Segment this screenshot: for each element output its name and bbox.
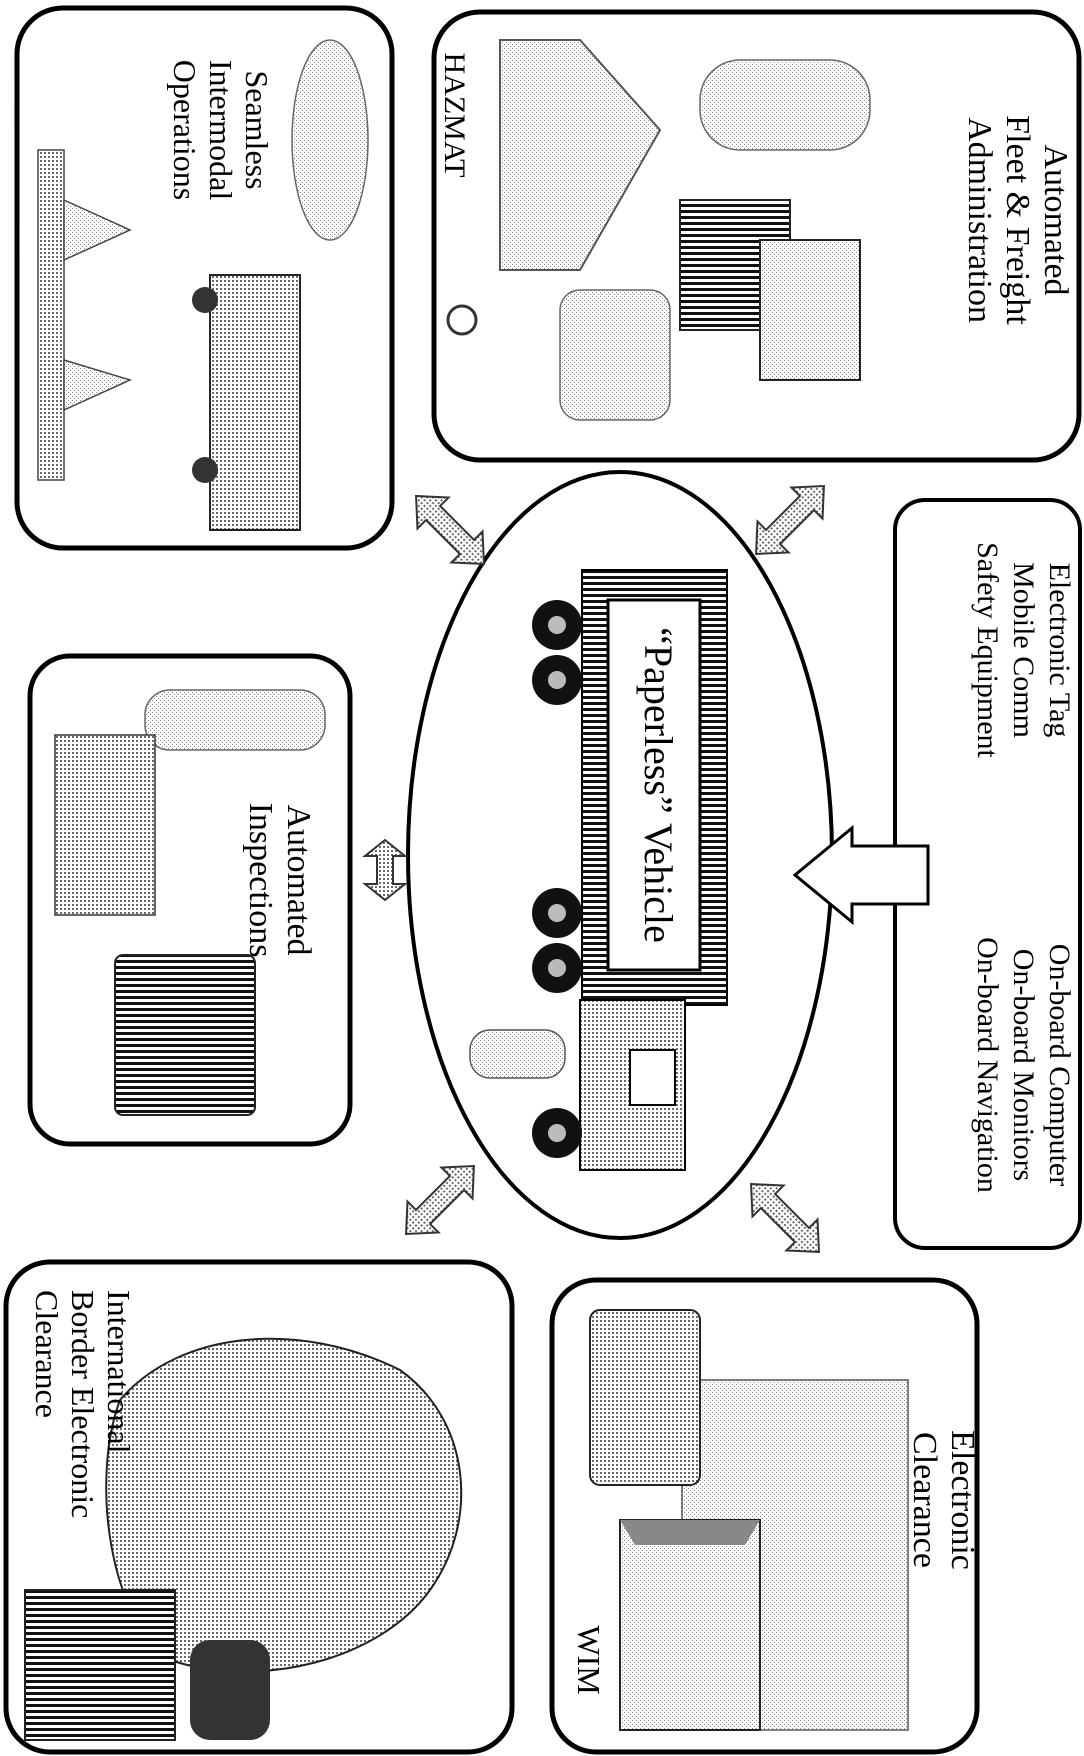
weigh-station-icon <box>619 1519 761 1731</box>
clearance-line-1: Electronic <box>944 1430 981 1570</box>
officer-figure <box>190 1640 270 1740</box>
inspection-station-icon <box>54 734 156 916</box>
inspections-line-2: Inspections <box>242 803 279 958</box>
equipment-item: Electronic Tag <box>1043 563 1076 738</box>
equipment-item: Safety Equipment <box>971 542 1004 758</box>
double-arrow-icon <box>405 1165 475 1235</box>
warehouse-icon <box>499 39 662 271</box>
hazmat-label: HAZMAT <box>438 53 471 178</box>
border-line-3: Clearance <box>29 1290 65 1418</box>
truck-label-box <box>606 598 702 972</box>
double-arrow-icon <box>362 838 408 902</box>
inspections-line-1: Automated <box>280 804 317 955</box>
clearance-illustration <box>589 1309 909 1731</box>
intermodal-illustration <box>37 39 369 531</box>
fleet-admin-line-2: Fleet & Freight <box>999 115 1036 325</box>
airplane-icon <box>291 39 369 241</box>
center-label: “Paperless” Vehicle <box>636 627 681 943</box>
inspector-figure <box>144 689 326 751</box>
intermodal-line-2: Intermodal <box>203 60 239 201</box>
border-line-2: Border Electronic <box>65 1290 101 1518</box>
worker-figure <box>559 289 671 421</box>
driver-figure <box>469 1029 566 1079</box>
double-arrow-icon <box>755 485 825 555</box>
equipment-item: Mobile Comm <box>1007 562 1040 738</box>
intermodal-line-1: Seamless <box>239 70 275 189</box>
monitor-icon <box>759 239 861 381</box>
border-line-1: International <box>101 1290 137 1454</box>
ship-icon <box>37 149 65 481</box>
equipment-item: On-board Navigation <box>971 937 1004 1193</box>
inspections-illustration <box>54 689 326 1116</box>
fleet-admin-line-1: Automated <box>1037 144 1074 295</box>
equipment-item: On-board Monitors <box>1007 949 1040 1181</box>
equipment-item: On-board Computer <box>1043 944 1076 1186</box>
customs-booth-icon <box>24 1589 176 1741</box>
intermodal-line-3: Operations <box>167 60 203 200</box>
double-arrow-icon <box>750 1183 820 1253</box>
input-arrow-icon <box>792 824 930 926</box>
truck-icon <box>589 1309 701 1486</box>
fleet-illustration <box>446 39 871 421</box>
wim-label: WIM <box>571 1625 607 1694</box>
double-arrow-icon <box>415 495 485 565</box>
fleet-admin-line-3: Administration <box>961 117 998 323</box>
truck-illustration <box>469 569 728 1171</box>
border-illustration <box>24 1337 463 1741</box>
clearance-line-2: Clearance <box>906 1432 943 1568</box>
laptop-icon <box>114 954 256 1116</box>
rail-car-icon <box>209 274 301 531</box>
person-figure <box>699 59 871 151</box>
